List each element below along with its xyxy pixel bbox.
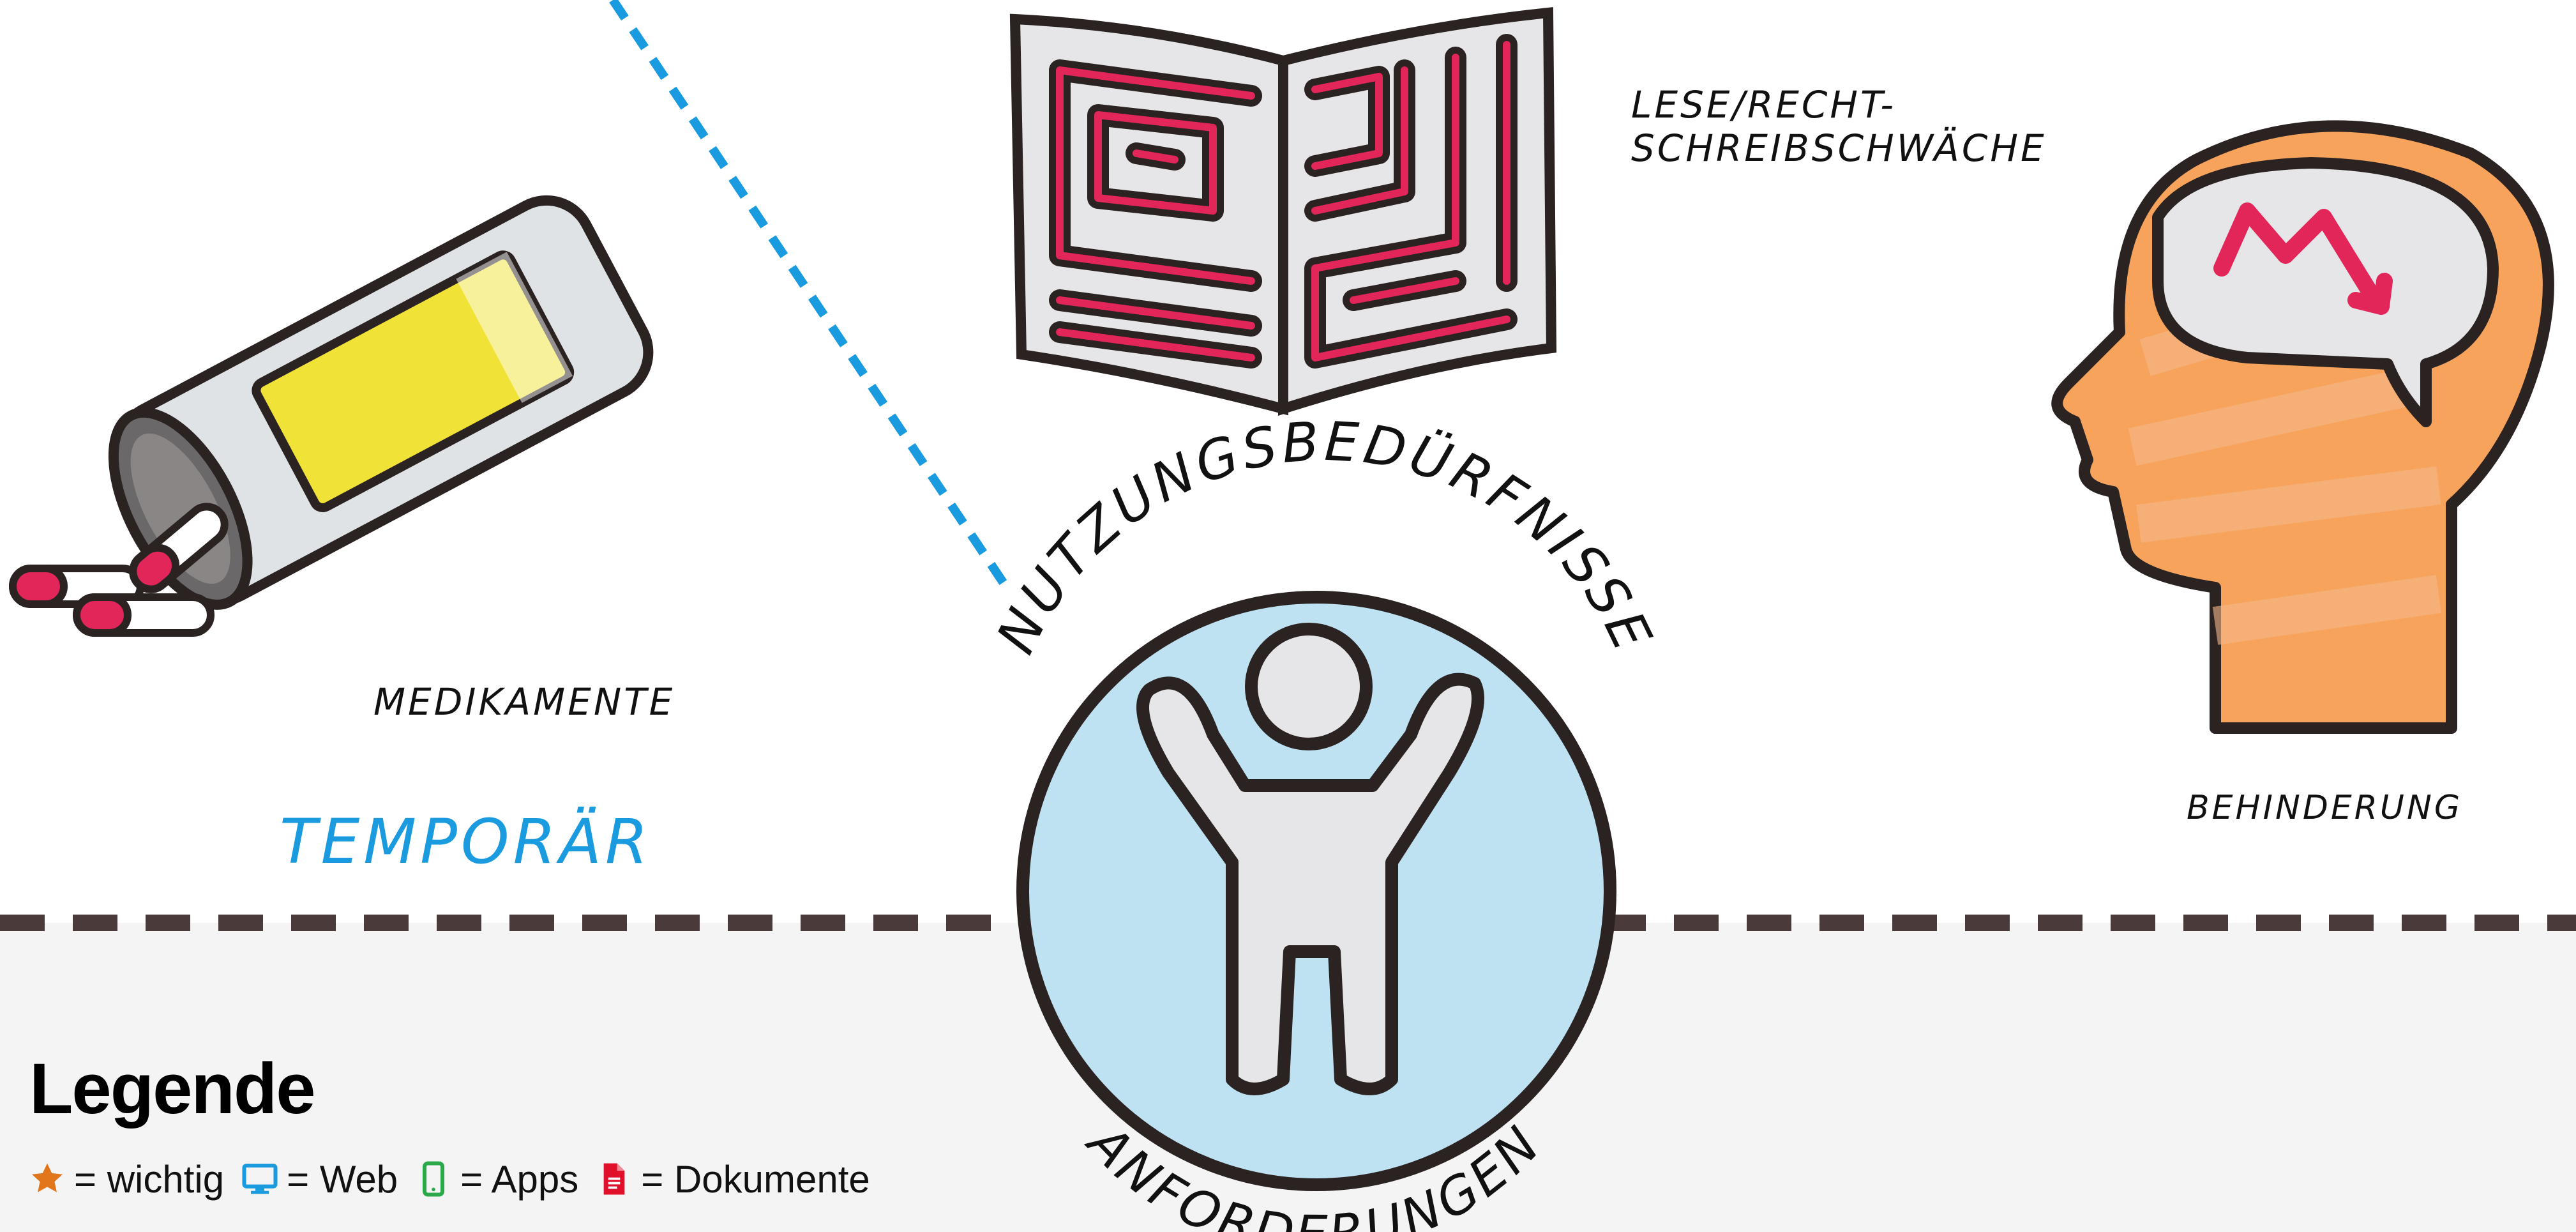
label-temporaer: TEMPORÄR [280, 806, 652, 878]
legend-text-apps: = Apps [460, 1157, 579, 1201]
star-icon [29, 1161, 65, 1197]
monitor-icon [242, 1161, 278, 1197]
head-profile-icon [2051, 120, 2554, 734]
blue-dashed-diagonal [609, 0, 1013, 593]
legend-text-wichtig: = wichtig [74, 1157, 225, 1201]
smartphone-icon [416, 1161, 451, 1197]
legend-title: Legende [29, 1049, 316, 1129]
legend-row: = wichtig = Web = Apps = Dokumente [29, 1156, 870, 1202]
legend-text-web: = Web [287, 1157, 398, 1201]
label-lese-line2: SCHREIBSCHWÄCHE [1631, 126, 2047, 170]
legend-text-dokumente: = Dokumente [641, 1157, 870, 1201]
document-icon [596, 1161, 632, 1197]
label-medikamente: MEDIKAMENTE [373, 680, 675, 724]
open-book-maze-icon [1009, 7, 1557, 416]
accessibility-person-icon [1016, 591, 1616, 1191]
pill-bottle-icon [9, 195, 654, 637]
label-lese-line1: LESE/RECHT- [1631, 83, 1897, 126]
label-behinderung: BEHINDERUNG [2187, 789, 2463, 827]
